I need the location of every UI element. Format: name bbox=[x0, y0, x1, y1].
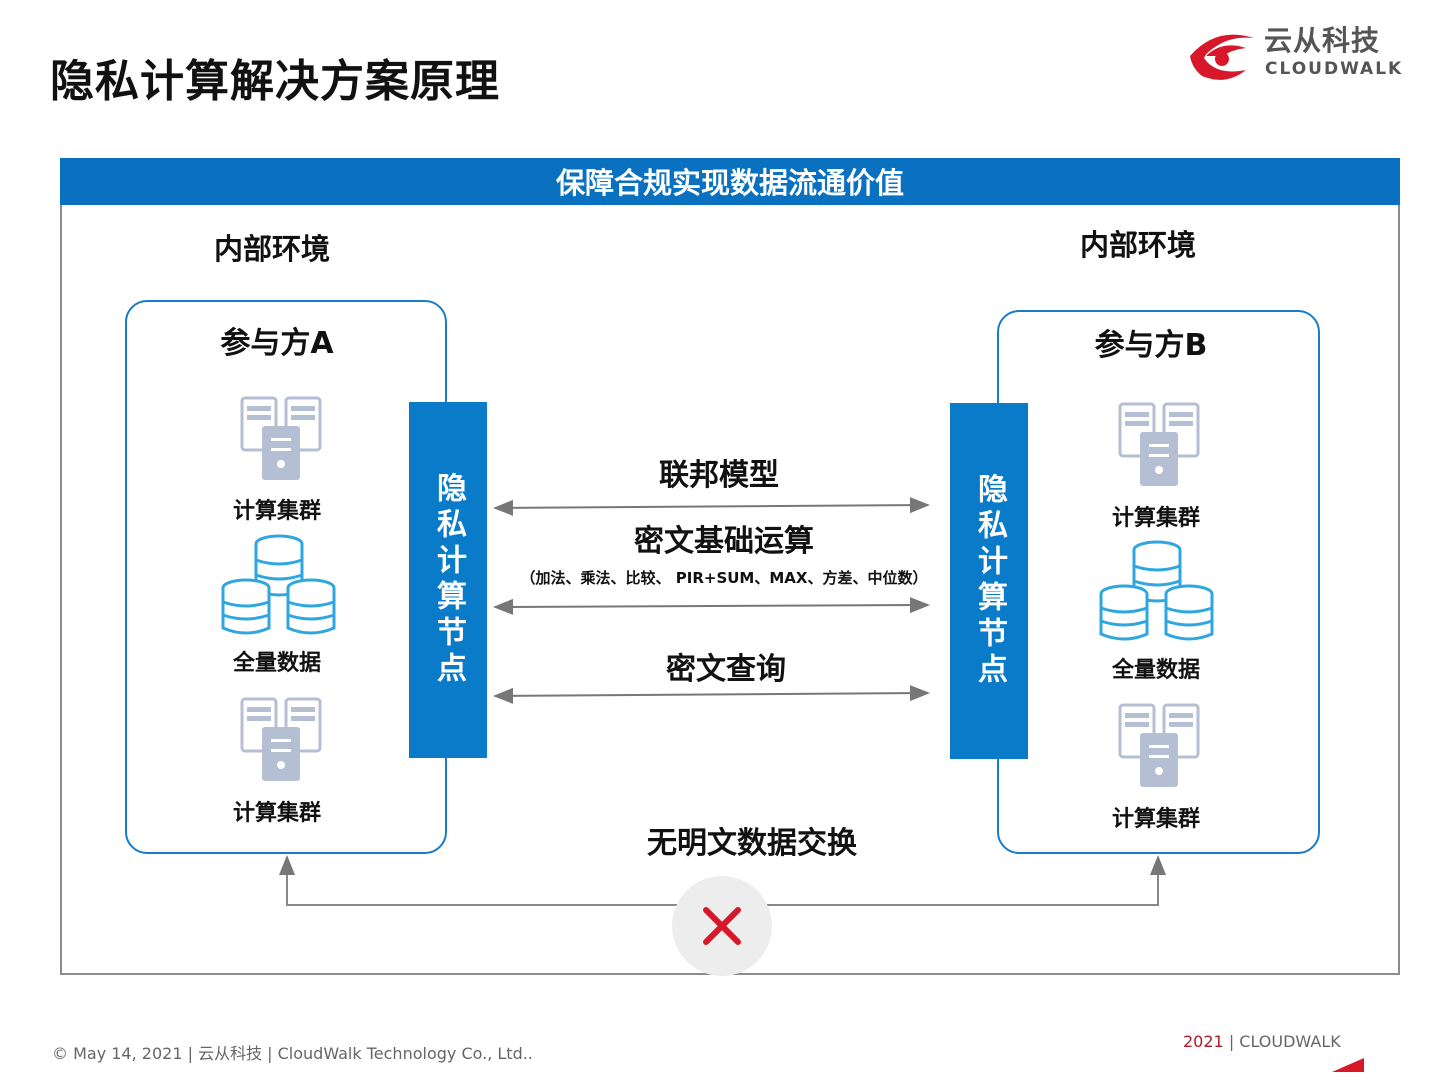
no-exchange-badge bbox=[672, 876, 772, 976]
server-icon bbox=[240, 396, 322, 484]
no-plaintext-exchange-label: 无明文数据交换 bbox=[647, 826, 857, 861]
privacy-node-b: 隐私计算节点 bbox=[950, 403, 1028, 759]
party-a-title: 参与方A bbox=[220, 326, 334, 361]
cipher-query-arrow bbox=[493, 685, 930, 704]
right-env-label: 内部环境 bbox=[1080, 228, 1197, 262]
compute-cluster-label: 计算集群 bbox=[1111, 807, 1200, 832]
left-env-label: 内部环境 bbox=[214, 232, 331, 266]
federated-arrow bbox=[493, 497, 930, 516]
red-corner-triangle bbox=[1332, 1058, 1364, 1072]
footer-brand: 2021 | CLOUDWALK bbox=[1183, 1032, 1341, 1052]
cipher-query-label: 密文查询 bbox=[666, 652, 786, 687]
page-title: 隐私计算解决方案原理 bbox=[50, 56, 500, 107]
database-icon bbox=[1099, 540, 1215, 650]
cipher-ops-label: 密文基础运算 bbox=[634, 524, 814, 559]
close-x-icon bbox=[703, 907, 741, 945]
logo: 云从科技 CLOUDWALK bbox=[1186, 26, 1416, 86]
footer-year: 2021 bbox=[1183, 1032, 1224, 1051]
compute-cluster-label: 计算集群 bbox=[232, 801, 321, 826]
logo-en: CLOUDWALK bbox=[1265, 59, 1404, 79]
federated-model-label: 联邦模型 bbox=[659, 458, 779, 493]
server-icon bbox=[240, 697, 322, 785]
cipher-ops-detail: （加法、乘法、比较、 PIR+SUM、MAX、方差、中位数） bbox=[520, 569, 928, 587]
footer-copyright: © May 14, 2021 | 云从科技 | CloudWalk Techno… bbox=[52, 1044, 533, 1063]
cloudwalk-eye-icon bbox=[1190, 34, 1254, 80]
party-b-title: 参与方B bbox=[1094, 328, 1208, 363]
full-data-label: 全量数据 bbox=[1111, 658, 1200, 683]
privacy-node-a: 隐私计算节点 bbox=[409, 402, 487, 758]
logo-cn: 云从科技 bbox=[1264, 24, 1381, 57]
cipher-ops-arrow bbox=[493, 597, 930, 615]
full-data-label: 全量数据 bbox=[232, 651, 321, 676]
server-icon bbox=[1118, 703, 1200, 791]
footer-brand-name: | CLOUDWALK bbox=[1228, 1032, 1341, 1051]
server-icon bbox=[1118, 402, 1200, 490]
banner: 保障合规实现数据流通价值 bbox=[60, 158, 1400, 205]
compute-cluster-label: 计算集群 bbox=[232, 499, 321, 524]
compute-cluster-label: 计算集群 bbox=[1111, 506, 1200, 531]
database-icon bbox=[221, 534, 337, 644]
